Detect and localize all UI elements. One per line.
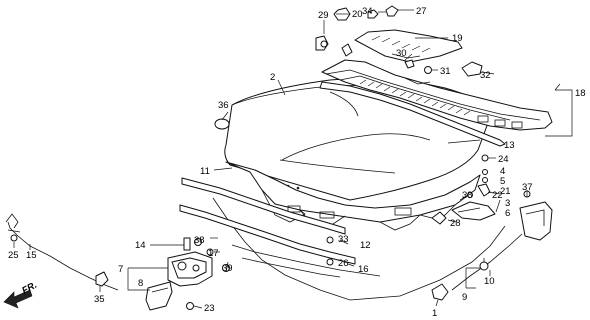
callout-32: 32 bbox=[480, 70, 491, 81]
callout-10: 10 bbox=[484, 276, 495, 287]
callout-36: 36 bbox=[218, 100, 229, 111]
callout-33: 33 bbox=[338, 234, 349, 245]
callout-15: 15 bbox=[26, 250, 37, 261]
callout-12: 12 bbox=[360, 240, 371, 251]
callout-8: 8 bbox=[138, 278, 143, 289]
callout-37: 37 bbox=[522, 182, 533, 193]
callout-17: 17 bbox=[208, 248, 219, 259]
hood-latch bbox=[145, 237, 230, 311]
callout-26: 26 bbox=[338, 258, 349, 269]
callout-13: 13 bbox=[504, 140, 515, 151]
callout-35: 35 bbox=[94, 294, 105, 305]
callout-38-right: 38 bbox=[462, 190, 473, 201]
callout-5: 5 bbox=[500, 176, 505, 187]
callout-9: 9 bbox=[462, 292, 467, 303]
callout-24: 24 bbox=[498, 154, 509, 165]
callout-38-left: 38 bbox=[194, 235, 205, 246]
leader-lines bbox=[13, 9, 573, 309]
hood-inner-frame bbox=[225, 161, 481, 231]
callout-30: 30 bbox=[396, 48, 407, 59]
fasteners bbox=[10, 5, 491, 301]
callout-3: 3 bbox=[505, 198, 510, 209]
callout-21: 21 bbox=[500, 186, 511, 197]
callout-7: 7 bbox=[118, 264, 123, 275]
callout-6: 6 bbox=[505, 208, 510, 219]
hood-opener-cable bbox=[5, 213, 523, 291]
callout-2: 2 bbox=[270, 72, 275, 83]
callout-14: 14 bbox=[135, 240, 146, 251]
callout-23: 23 bbox=[204, 303, 215, 314]
callout-31: 31 bbox=[440, 66, 451, 77]
hood-seal-strips bbox=[179, 177, 356, 278]
hood-hinges bbox=[451, 190, 553, 241]
callout-39: 39 bbox=[222, 263, 233, 274]
callout-20: 20 bbox=[352, 9, 363, 20]
cowl-top-assembly bbox=[321, 59, 553, 131]
callout-34: 34 bbox=[362, 6, 373, 17]
callout-25: 25 bbox=[8, 250, 19, 261]
front-direction-indicator: FR. bbox=[3, 280, 39, 309]
callout-11: 11 bbox=[200, 166, 210, 177]
hood-seal-rubber bbox=[319, 81, 506, 147]
callout-labels: 1 2 3 4 5 6 7 8 9 10 11 12 13 14 15 16 1… bbox=[8, 6, 586, 319]
callout-28: 28 bbox=[450, 218, 461, 229]
front-direction-label: FR. bbox=[20, 280, 39, 297]
callout-27: 27 bbox=[416, 6, 427, 17]
callout-1: 1 bbox=[432, 308, 437, 319]
callout-18: 18 bbox=[575, 88, 586, 99]
front-arrow-icon bbox=[3, 289, 33, 309]
callout-22: 22 bbox=[492, 190, 503, 201]
callout-29: 29 bbox=[318, 10, 329, 21]
callout-19: 19 bbox=[452, 33, 463, 44]
hood-edge-outline bbox=[212, 197, 506, 301]
callout-16: 16 bbox=[358, 264, 369, 275]
callout-4: 4 bbox=[500, 166, 505, 177]
